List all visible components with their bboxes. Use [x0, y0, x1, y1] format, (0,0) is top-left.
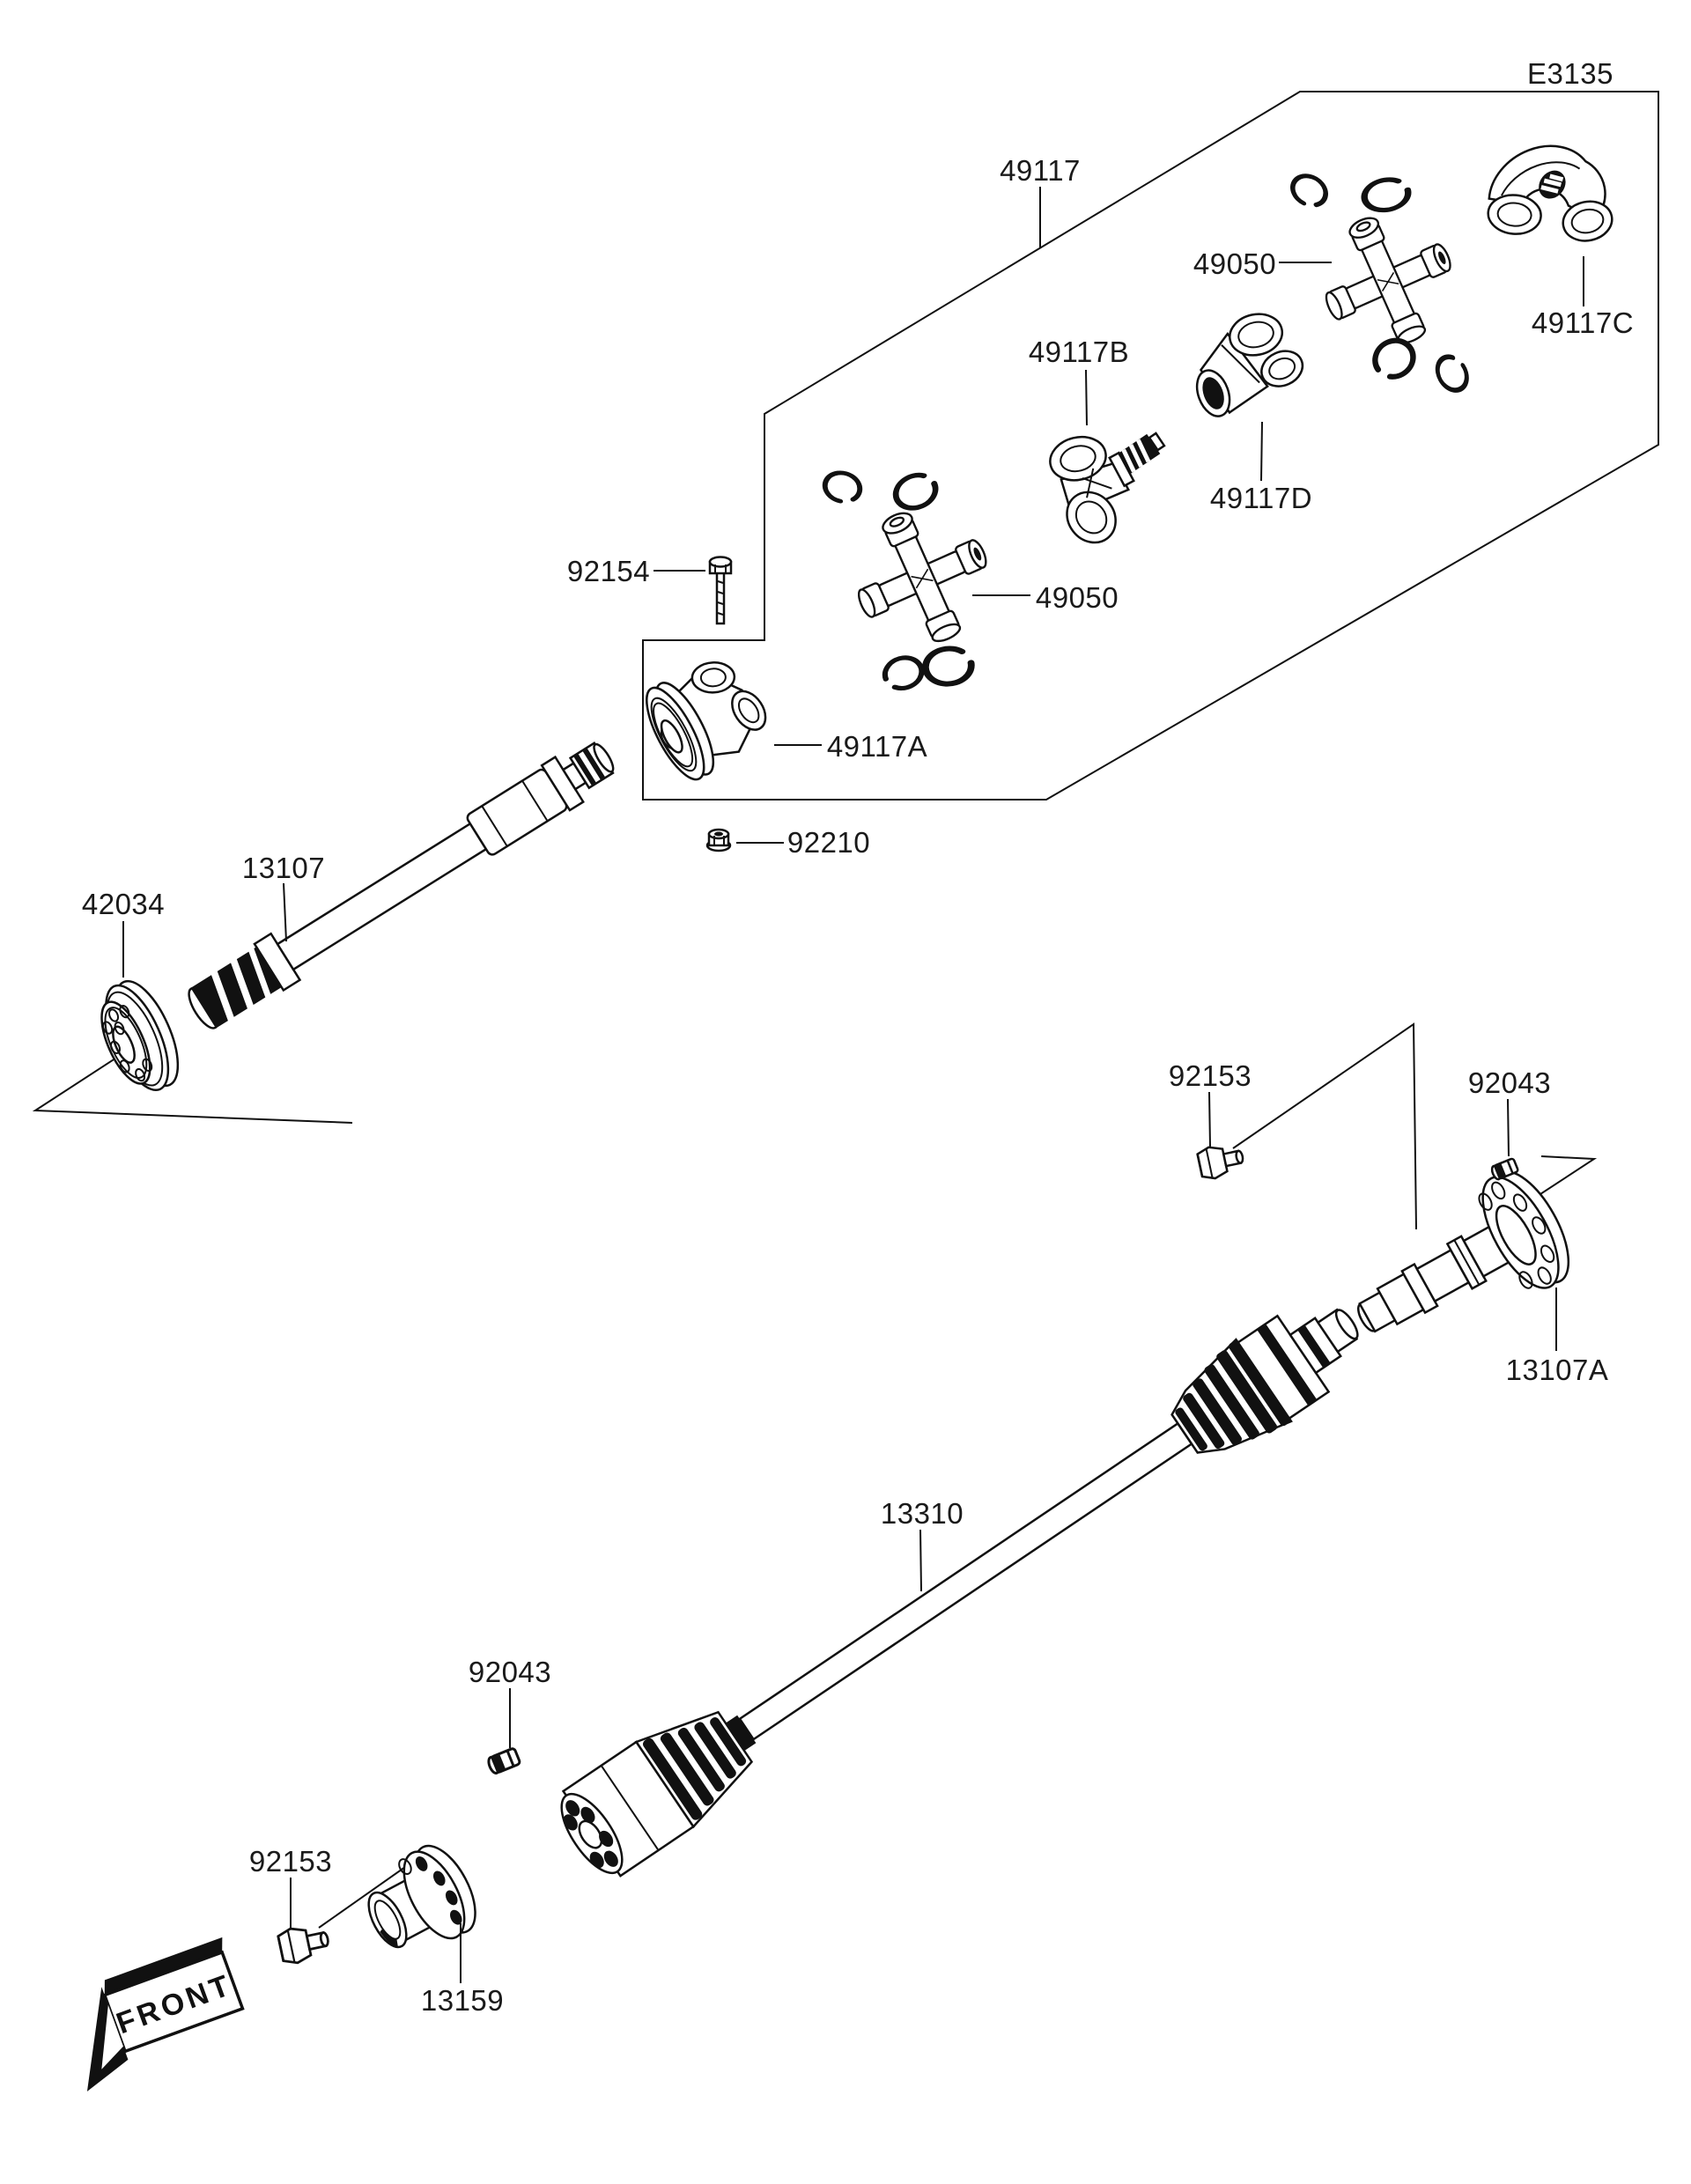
callout-13159: 13159 — [421, 1984, 504, 2017]
callout-leader-lines — [122, 187, 1584, 1983]
callout-92153-lower: 92153 — [249, 1845, 332, 1878]
part-drawing-bolt-92153-upper — [1195, 1140, 1247, 1183]
part-drawing-yoke-49117d — [1195, 313, 1304, 417]
part-drawing-propeller-shaft-13107 — [188, 742, 615, 1029]
part-drawing-pin-92043-lower — [485, 1746, 522, 1776]
part-drawing-yoke-49117c — [1487, 144, 1613, 242]
callout-49117a: 49117A — [827, 730, 927, 763]
detail-box-outline — [642, 91, 1659, 801]
callout-92210: 92210 — [787, 826, 870, 859]
callout-42034: 42034 — [82, 888, 165, 920]
callout-92154: 92154 — [567, 555, 650, 587]
part-drawing-bolt-92153-lower — [276, 1920, 333, 1967]
part-drawing-axle-shaft-13107a — [1356, 1170, 1570, 1333]
callout-13310: 13310 — [881, 1497, 964, 1530]
part-drawing-yoke-49117b — [1049, 432, 1166, 544]
part-drawing-nut-92210 — [705, 828, 732, 852]
part-drawing-bolt-92154 — [708, 556, 733, 625]
callout-49117d: 49117D — [1210, 482, 1312, 514]
callout-49117: 49117 — [1000, 154, 1081, 187]
part-drawing-cv-axle-13310 — [560, 1308, 1359, 1878]
front-direction-arrow: FRONT — [86, 1937, 245, 2092]
assembly-guide-lines — [32, 1022, 1598, 1929]
part-drawing-coupling-42034 — [100, 979, 180, 1092]
callout-92153-upper: 92153 — [1169, 1059, 1252, 1092]
callout-13107: 13107 — [242, 852, 325, 884]
callout-92043-lower: 92043 — [469, 1656, 551, 1688]
part-drawing-coupling-13159 — [367, 1844, 476, 1949]
callout-49050-top: 49050 — [1193, 247, 1276, 280]
callout-92043-upper: 92043 — [1468, 1066, 1551, 1099]
callout-49050-bottom: 49050 — [1036, 581, 1119, 614]
callout-49117b: 49117B — [1029, 336, 1129, 368]
part-drawing-ujoint-49050-bottom — [832, 487, 1011, 667]
callout-49117c: 49117C — [1532, 306, 1634, 339]
diagram-code: E3135 — [1527, 57, 1613, 90]
callout-13107a: 13107A — [1506, 1354, 1609, 1386]
part-drawing-yoke-49117a — [646, 661, 767, 781]
